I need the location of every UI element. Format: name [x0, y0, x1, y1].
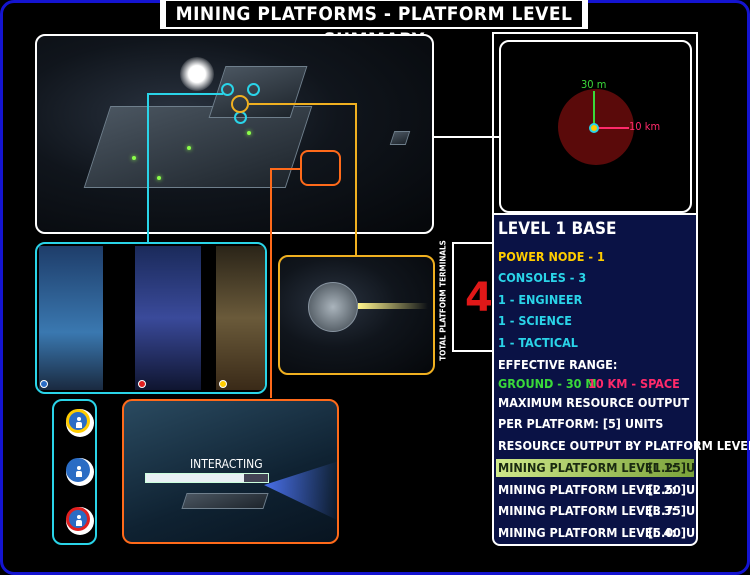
engineer-console-image [39, 246, 103, 390]
minimap-panel: 30 m 10 km [499, 40, 692, 213]
terminals-count: 4 [465, 275, 493, 321]
light-4 [157, 176, 161, 180]
ship-highlight-box [300, 150, 341, 186]
interacting-status-text: INTERACTING [190, 457, 263, 471]
tactical-console-image [216, 246, 265, 390]
level-3-value: [3.75]U [648, 503, 696, 518]
cyan-connector [147, 93, 149, 243]
engineer-text: 1 - ENGINEER [498, 292, 583, 307]
white-connector [434, 136, 499, 138]
science-console-image [135, 246, 201, 390]
interacting-progress-track [145, 473, 269, 483]
ground-range-line [593, 91, 595, 129]
light-3 [247, 131, 251, 135]
level-1-label: MINING PLATFORM LEVEL 1: [498, 460, 676, 475]
power-node-text: POWER NODE - 1 [498, 249, 605, 264]
orange-connector [270, 168, 272, 398]
light-1 [132, 156, 136, 160]
consoles-marker-ring [221, 83, 234, 96]
page-title: MINING PLATFORMS - PLATFORM LEVEL SUMMAR… [166, 1, 582, 51]
level-1-value: [1.25]U [648, 460, 696, 475]
cyan-connector [147, 93, 223, 95]
terminal-bracket-side [452, 242, 454, 350]
info-heading: LEVEL 1 BASE [498, 219, 617, 239]
engineer-dot-icon [40, 380, 48, 388]
tactical-console-marker [66, 409, 94, 437]
level-4-label: MINING PLATFORM LEVEL 4: [498, 525, 676, 540]
orange-connector [270, 168, 300, 170]
level-2-value: [2.50]U [648, 482, 696, 497]
yellow-connector [249, 103, 356, 105]
tactical-text: 1 - TACTICAL [498, 335, 578, 350]
platform-base [83, 106, 313, 188]
interacting-panel: INTERACTING [122, 399, 339, 544]
space-range-text: 10 KM - SPACE [588, 376, 680, 391]
ground-range-text: GROUND - 30 M [498, 376, 597, 391]
player-ship [181, 493, 269, 509]
max-output-line1: MAXIMUM RESOURCE OUTPUT [498, 395, 690, 410]
science-dot-icon [138, 380, 146, 388]
consoles-panel [35, 242, 267, 394]
platform-overview-panel [35, 34, 434, 234]
level-3-label: MINING PLATFORM LEVEL 3: [498, 503, 676, 518]
info-panel-top-border [696, 32, 698, 215]
title-bar: MINING PLATFORMS - PLATFORM LEVEL SUMMAR… [160, 0, 588, 51]
power-node-marker-ring [231, 95, 249, 113]
person-icon [69, 510, 87, 528]
consoles-marker-ring [247, 83, 260, 96]
beam [358, 303, 428, 309]
console-markers-column [52, 399, 97, 545]
distant-ship [389, 131, 411, 145]
max-output-line2: PER PLATFORM: [5] UNITS [498, 416, 664, 431]
level-2-label: MINING PLATFORM LEVEL 2: [498, 482, 676, 497]
output-by-level-label: RESOURCE OUTPUT BY PLATFORM LEVEL: [498, 438, 750, 453]
engineer-console-marker [66, 458, 94, 486]
total-terminals-label: TOTAL PLATFORM TERMINALS [438, 240, 448, 361]
person-icon [69, 461, 87, 479]
station-core [308, 282, 358, 332]
info-panel-top-border [492, 32, 698, 34]
tactical-dot-icon [219, 380, 227, 388]
sun-glow [180, 57, 214, 91]
light-rays [264, 461, 337, 521]
consoles-text: CONSOLES - 3 [498, 270, 587, 285]
info-panel-top-border [492, 32, 494, 215]
player-dot [589, 123, 599, 133]
interacting-progress-fill [146, 474, 244, 482]
minimap-ground-label: 30 m [581, 78, 607, 91]
platform-info-panel: LEVEL 1 BASE POWER NODE - 1 CONSOLES - 3… [492, 213, 750, 546]
space-range-line [595, 127, 629, 129]
yellow-connector [355, 103, 357, 255]
person-icon [69, 412, 87, 430]
light-2 [187, 146, 191, 150]
terminal-bracket-top [452, 242, 492, 244]
science-text: 1 - SCIENCE [498, 313, 572, 328]
station-closeup-panel [278, 255, 435, 375]
effective-range-label: EFFECTIVE RANGE: [498, 357, 618, 372]
level-1-highlight [496, 459, 694, 477]
terminal-bracket-bottom [452, 350, 492, 352]
minimap-space-label: 10 km [629, 120, 661, 133]
science-console-marker [66, 507, 94, 535]
level-4-value: [5.00]U [648, 525, 696, 540]
